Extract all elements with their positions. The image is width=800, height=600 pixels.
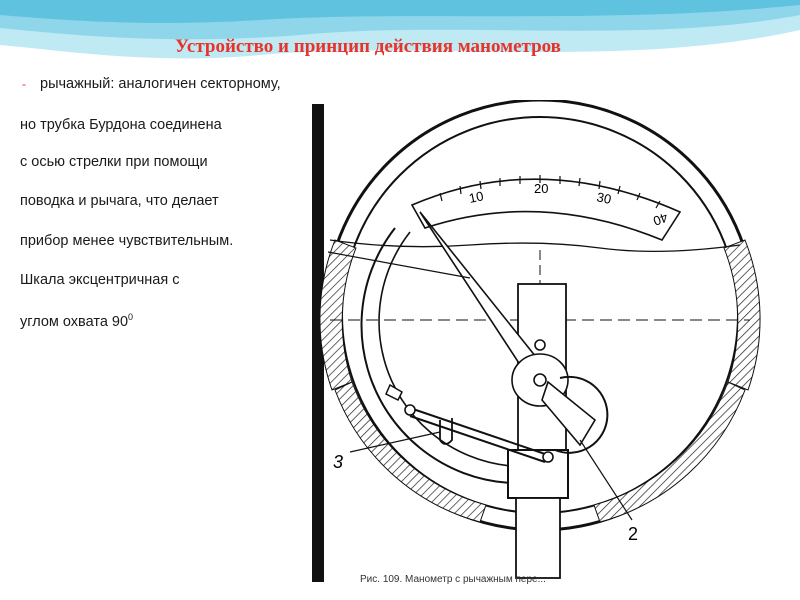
tube-tip <box>385 383 403 402</box>
figure-caption: Рис. 109. Манометр с рычажным пере... <box>360 574 546 585</box>
inlet-pipe <box>515 497 561 579</box>
slide-title: Устройство и принцип действия манометров <box>175 36 561 57</box>
scale-label-30: 30 <box>595 189 612 207</box>
callout-leader-3 <box>349 431 441 453</box>
body-line-6: Шкала эксцентричная с <box>20 272 180 288</box>
callout-2: 2 <box>628 524 638 544</box>
bourdon-tube-outer <box>360 227 561 485</box>
linkage-rod-upper <box>409 407 549 456</box>
callout-leader-needle <box>327 251 471 279</box>
bourdon-tube-inner <box>378 231 557 468</box>
body-line-7: углом охвата 900 <box>20 312 133 330</box>
bullet-dash: - <box>22 77 26 91</box>
hairspring <box>554 375 609 454</box>
callout-leader-2 <box>579 439 633 521</box>
scale-label-20: 20 <box>534 181 548 196</box>
body-line-1: рычажный: аналогичен секторному, <box>40 76 281 92</box>
scale-label-10: 10 <box>468 188 485 206</box>
lever-pivot <box>542 451 554 463</box>
body-line-5: прибор менее чувствительным. <box>20 233 234 249</box>
case-hatched-section-lower-left <box>334 381 487 523</box>
case-hatched-section-right <box>723 239 761 391</box>
axis-pivot <box>533 373 547 387</box>
u-clip <box>439 418 453 445</box>
dial-break-line <box>329 239 741 253</box>
scale-sector <box>410 178 682 241</box>
case-hatched-section-left <box>319 239 357 391</box>
body-line-7-text: углом охвата 90 <box>20 313 129 330</box>
scale-ticks <box>439 175 661 209</box>
body-line-4: поводка и рычага, что делает <box>20 193 219 209</box>
frame-bar <box>312 104 324 582</box>
body-line-2: но трубка Бурдона соединена <box>20 117 222 133</box>
body-line-3: с осью стрелки при помощи <box>20 154 208 170</box>
manometer-diagram: 10 20 30 40 3 2 <box>312 100 761 582</box>
callout-3: 3 <box>333 452 343 472</box>
socket-block <box>507 449 569 499</box>
case-hatched-section-lower-right <box>593 381 746 523</box>
scale-label-40: 40 <box>651 210 670 229</box>
upper-pivot <box>534 339 546 351</box>
sector-lever <box>541 380 597 447</box>
linkage-rod-lower <box>409 415 546 463</box>
tube-end-pivot <box>404 404 416 416</box>
degree-superscript: 0 <box>128 312 134 322</box>
decorative-wave-header <box>0 0 800 59</box>
